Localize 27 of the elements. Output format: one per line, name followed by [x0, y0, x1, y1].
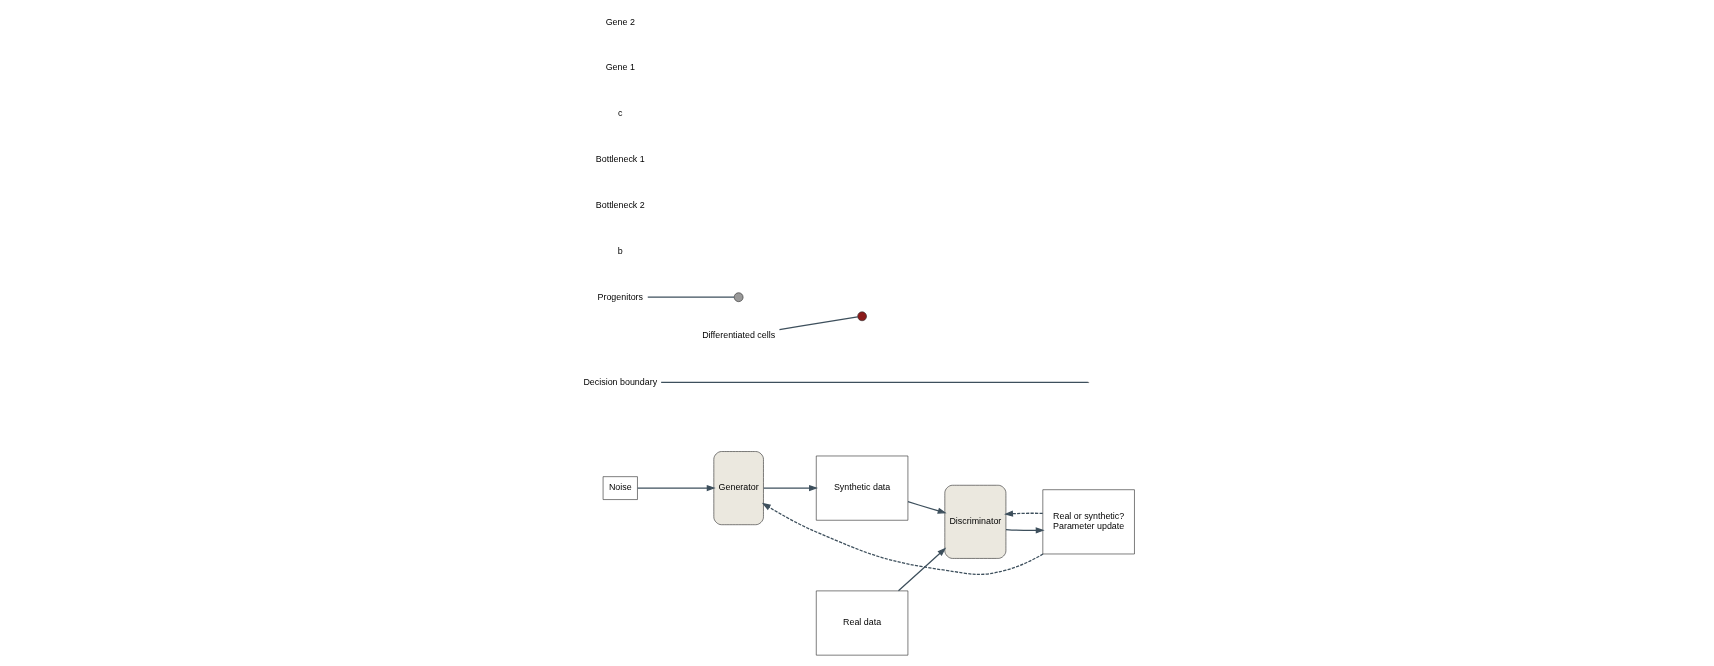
arrow — [637, 485, 716, 492]
node-text: Decision boundary — [583, 376, 658, 387]
node-box: Generator — [713, 451, 764, 526]
label: Gene 1 — [605, 62, 635, 73]
label: c — [618, 108, 623, 119]
node-circle — [857, 311, 867, 322]
connector — [778, 316, 859, 331]
label: b — [617, 245, 623, 256]
label: Bottleneck 2 — [595, 199, 645, 210]
label: Bottleneck 1 — [595, 154, 645, 165]
arrow — [1004, 510, 1044, 517]
arrow — [897, 547, 947, 592]
arrow — [761, 502, 1044, 576]
node-box: Discriminator — [944, 484, 1007, 559]
node-circle — [733, 292, 744, 302]
connector — [647, 296, 735, 298]
node-box: Real data — [815, 590, 909, 656]
node-box: Noise — [602, 476, 638, 500]
node-box: Real or synthetic? Parameter update — [1042, 489, 1135, 555]
arrow — [907, 501, 947, 514]
node-box: Synthetic data — [815, 455, 909, 521]
node-text: Progenitors — [597, 291, 644, 302]
label: Gene 2 — [605, 16, 635, 27]
arrow — [1005, 527, 1045, 534]
node-text: Differentiated cells — [702, 330, 776, 341]
arrow — [763, 485, 818, 492]
connector — [660, 381, 1089, 384]
